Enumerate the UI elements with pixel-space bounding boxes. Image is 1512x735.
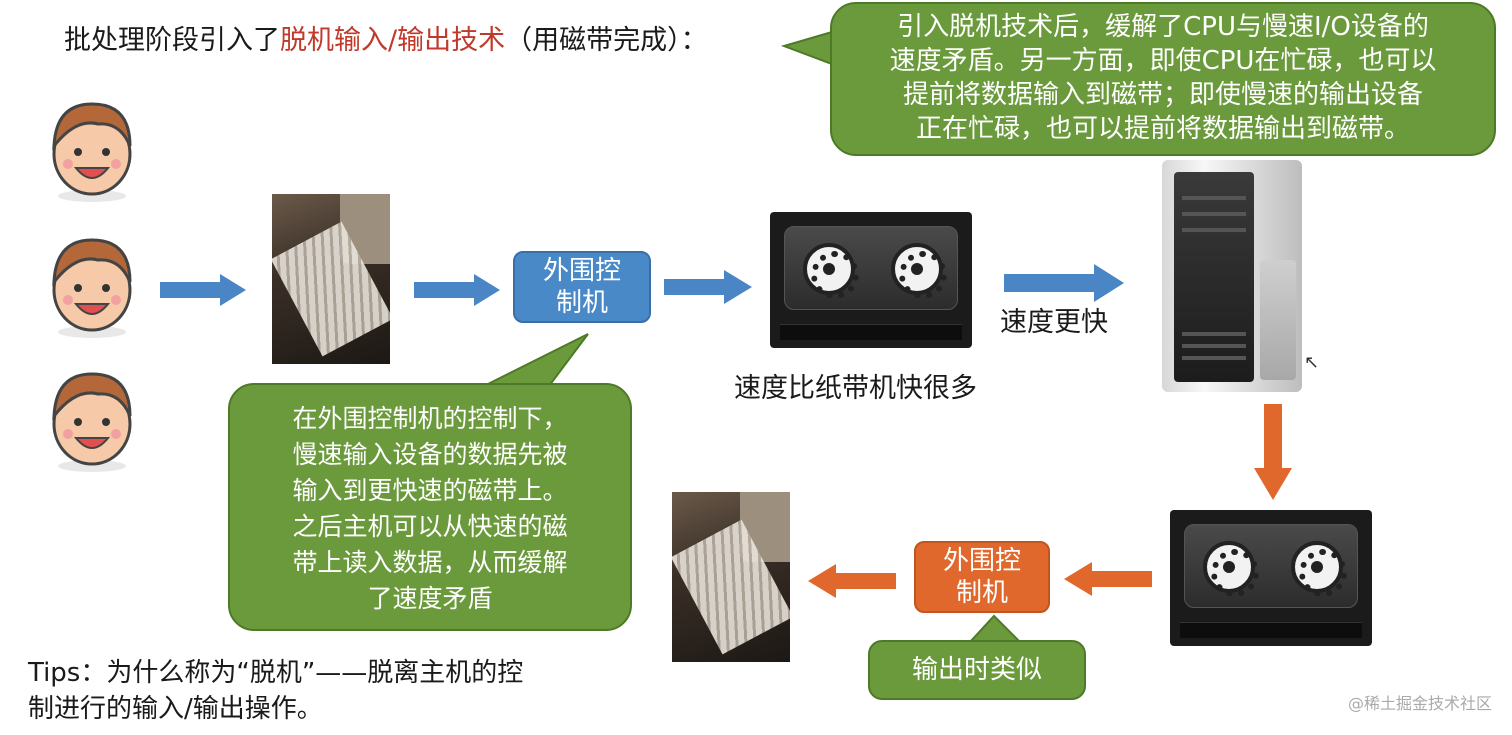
top-callout: 引入脱机技术后，缓解了CPU与慢速I/O设备的 速度矛盾。另一方面，即使CPU在…: [830, 2, 1496, 156]
arrow-right-icon: [1004, 264, 1124, 302]
middle-callout-line: 在外围控制机的控制下，: [292, 404, 568, 433]
middle-callout-line: 慢速输入设备的数据先被: [292, 440, 568, 469]
paper-tape-reader-image: [272, 194, 390, 364]
arrow-right-icon: [160, 274, 246, 306]
title-suffix: （用磁带完成）：: [505, 25, 708, 56]
middle-callout-line: 带上读入数据，从而缓解: [292, 548, 568, 577]
arrow-left-icon: [808, 564, 896, 598]
tape-speed-label: 速度比纸带机快很多: [734, 373, 977, 404]
faster-label: 速度更快: [1000, 307, 1108, 338]
watermark: @稀土掘金技术社区: [1347, 694, 1492, 713]
title-highlight: 脱机输入/输出技术: [280, 25, 506, 56]
arrow-right-icon: [664, 270, 752, 304]
controller-label: 制机: [955, 578, 1008, 608]
middle-callout-line: 输入到更快速的磁带上。: [292, 476, 568, 505]
paper-tape-punch-image: [672, 492, 790, 662]
magnetic-tape-drive-image: [770, 212, 972, 348]
arrow-down-icon: [1254, 404, 1292, 500]
host-computer-image: [1162, 160, 1302, 392]
arrow-right-icon: [414, 274, 500, 306]
top-callout-line: 正在忙碌，也可以提前将数据输出到磁带。: [915, 114, 1410, 144]
tips-line: Tips：为什么称为“脱机”——脱离主机的控: [28, 658, 524, 688]
title-prefix: 批处理阶段引入了: [64, 25, 280, 56]
middle-callout-line: 了速度矛盾: [367, 584, 493, 613]
top-callout-line: 引入脱机技术后，缓解了CPU与慢速I/O设备的: [897, 12, 1429, 42]
controller-label: 外围控: [942, 546, 1021, 576]
user-face-icon: [52, 102, 132, 202]
magnetic-tape-drive-image: [1170, 510, 1372, 646]
controller-label: 制机: [555, 288, 608, 318]
tips-line: 制进行的输入/输出操作。: [28, 694, 323, 724]
page-title: 批处理阶段引入了脱机输入/输出技术（用磁带完成）：: [64, 22, 708, 60]
arrow-left-icon: [1064, 562, 1152, 596]
mouse-pointer-icon: ↖: [1304, 352, 1320, 373]
user-face-icon: [52, 372, 132, 472]
middle-callout-line: 之后主机可以从快速的磁: [292, 512, 568, 541]
controller-label: 外围控: [542, 256, 621, 286]
bottom-callout: 输出时类似: [868, 640, 1086, 700]
top-callout-line: 提前将数据输入到磁带；即使慢速的输出设备: [902, 80, 1423, 110]
user-face-icon: [52, 238, 132, 338]
top-callout-line: 速度矛盾。另一方面，即使CPU在忙碌，也可以: [889, 46, 1437, 76]
output-peripheral-controller: 外围控 制机: [914, 541, 1050, 613]
tips-note: Tips：为什么称为“脱机”——脱离主机的控 制进行的输入/输出操作。: [28, 655, 628, 727]
middle-callout: 在外围控制机的控制下， 慢速输入设备的数据先被 输入到更快速的磁带上。 之后主机…: [228, 383, 632, 631]
input-peripheral-controller: 外围控 制机: [513, 251, 651, 323]
